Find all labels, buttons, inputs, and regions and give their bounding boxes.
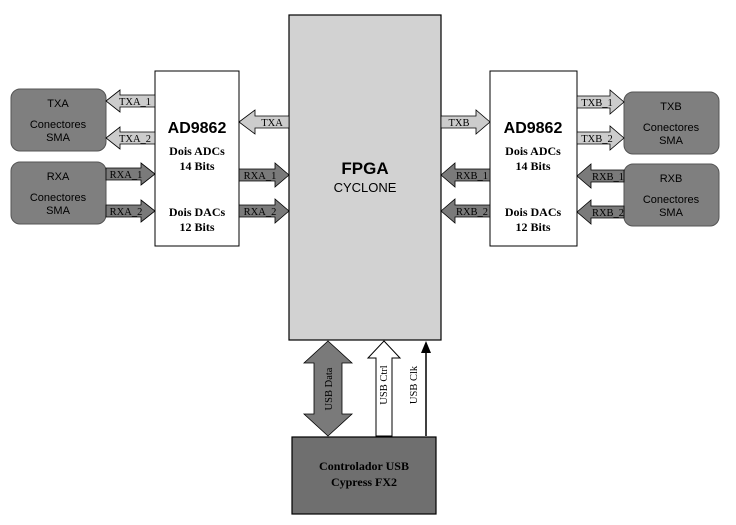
arrow-txb-2	[576, 125, 625, 151]
arrow-rxb-2	[576, 199, 625, 225]
ad9862-right-dac-line2: 12 Bits	[515, 220, 550, 234]
sma-rxa-line1: Conectores	[30, 192, 87, 204]
label-txa-1: TXA_1	[119, 97, 151, 108]
arrow-rxa-2	[105, 199, 156, 223]
sma-rxb-box	[623, 163, 720, 227]
arrow-usb-clk-head	[421, 341, 431, 353]
sma-rxa-line2: SMA	[46, 205, 71, 217]
sma-txa-box	[10, 88, 107, 152]
ad9862-left-dac-line1: Dois DACs	[169, 205, 226, 219]
arrow-txb-1	[576, 89, 625, 115]
label-txa-2: TXA_2	[119, 134, 151, 145]
arrow-rxa-1	[105, 162, 156, 186]
sma-rxb-name: RXB	[660, 173, 683, 185]
usb-controller-line1: Controlador USB	[319, 459, 409, 473]
sma-txa-name: TXA	[47, 98, 69, 110]
sma-txb-box	[623, 91, 720, 155]
arrow-rxa-1-fpga	[238, 162, 290, 188]
label-rxb-1-fpga: RXB_1	[456, 171, 488, 182]
label-rxa-2-fpga: RXA_2	[244, 207, 277, 218]
sma-rxa-name: RXA	[47, 171, 70, 183]
sma-txb-name: TXB	[660, 101, 681, 113]
sma-txa-line2: SMA	[46, 132, 71, 144]
ad9862-right-block	[489, 70, 578, 247]
label-txb-2: TXB_2	[581, 134, 613, 145]
ad9862-right-adc-line1: Dois ADCs	[505, 144, 561, 158]
ad9862-left-block	[154, 70, 240, 247]
label-usb-clk: USB Clk	[409, 365, 420, 404]
arrow-rxa-2-fpga	[238, 198, 290, 224]
label-usb-data: USB Data	[324, 367, 335, 410]
ad9862-right-title: AD9862	[504, 120, 563, 137]
fpga-title: FPGA	[341, 159, 388, 178]
ad9862-left-dac-line2: 12 Bits	[179, 220, 214, 234]
label-txb: TXB	[449, 118, 470, 129]
arrow-txa	[238, 109, 290, 135]
arrow-txa-1	[105, 89, 156, 113]
sma-rxb-line1: Conectores	[643, 194, 700, 206]
arrow-txb	[440, 109, 491, 135]
ad9862-left-title: AD9862	[168, 120, 227, 137]
arrow-rxb-1-fpga	[440, 162, 491, 188]
sma-rxa-box	[10, 161, 107, 225]
arrow-usb-data	[302, 340, 354, 437]
fpga-subtitle: CYCLONE	[334, 180, 397, 195]
label-rxa-1-fpga: RXA_1	[244, 171, 277, 182]
sma-txb-line2: SMA	[659, 135, 684, 147]
usb-controller-block	[291, 436, 437, 515]
label-txb-1: TXB_1	[581, 98, 613, 109]
ad9862-left-adc-line1: Dois ADCs	[169, 144, 225, 158]
label-rxb-2-fpga: RXB_2	[456, 207, 488, 218]
label-rxb-1: RXB_1	[592, 172, 624, 183]
ad9862-right-adc-line2: 14 Bits	[515, 159, 550, 173]
arrow-txa-2	[105, 126, 156, 150]
arrow-usb-ctrl	[366, 340, 402, 437]
ad9862-right-dac-line1: Dois DACs	[505, 205, 562, 219]
sma-txa-line1: Conectores	[30, 119, 87, 131]
arrow-rxb-2-fpga	[440, 198, 491, 224]
usb-controller-line2: Cypress FX2	[331, 475, 397, 489]
arrow-rxb-1	[576, 163, 625, 189]
label-rxb-2: RXB_2	[592, 208, 624, 219]
label-usb-ctrl: USB Ctrl	[379, 365, 390, 404]
label-txa: TXA	[261, 118, 283, 129]
ad9862-left-adc-line2: 14 Bits	[179, 159, 214, 173]
sma-txb-line1: Conectores	[643, 122, 700, 134]
label-rxa-1: RXA_1	[110, 170, 143, 181]
fpga-block	[288, 14, 442, 341]
sma-rxb-line2: SMA	[659, 207, 684, 219]
label-rxa-2: RXA_2	[110, 207, 143, 218]
